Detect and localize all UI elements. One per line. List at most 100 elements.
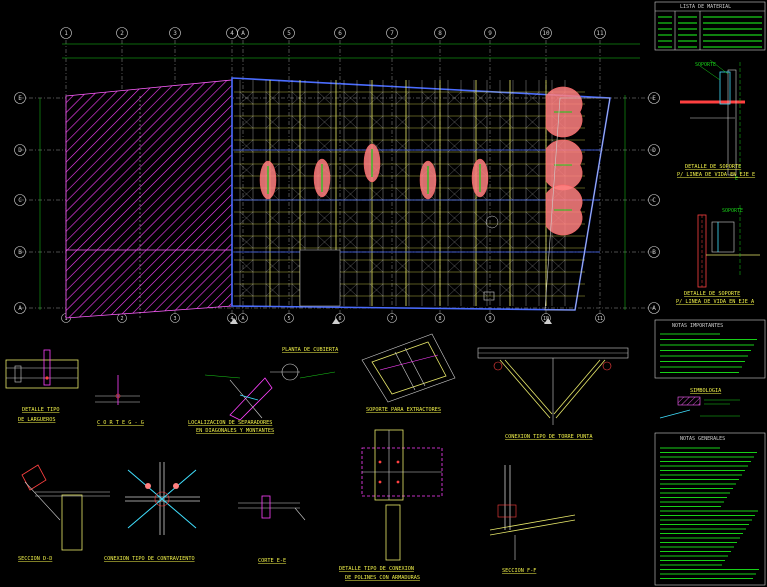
- separadores-title-1: LOCALIZACION DE SEPARADORES: [188, 420, 272, 426]
- grid-bubble-side: [648, 144, 660, 156]
- grid-bubble-bottom: [435, 313, 445, 323]
- grid-bubble-bottom: [284, 313, 294, 323]
- detail-largueros: DETALLE TIPO DE LARGUEROS: [5, 349, 79, 423]
- grid-label-bottom: 5: [287, 316, 290, 322]
- detail-soporte-extractores: SOPORTE PARA EXTRACTORES: [361, 333, 456, 413]
- general-notes-title: NOTAS GENERALES: [680, 436, 725, 442]
- support-detail-a: SOPORTE DETALLE DE SOPORTE P/ LINEA DE V…: [676, 205, 760, 305]
- grid-bubble-top: [283, 27, 295, 39]
- grid-label-bottom: A: [241, 316, 244, 322]
- polines-title-1: DETALLE TIPO DE CONEXION: [339, 566, 414, 572]
- grid-bubble-side: [648, 92, 660, 104]
- seccion-f: SECCION F-F: [489, 465, 576, 574]
- separadores-title-2: EN DIAGONALES Y MONTANTES: [196, 428, 274, 434]
- grid-bubble-bottom: [387, 313, 397, 323]
- grid-bubble-top: [237, 27, 249, 39]
- symbology-title: SIMBOLOGIA: [690, 388, 722, 394]
- grid-label-bottom: 10: [543, 316, 549, 322]
- important-notes-lines: [660, 333, 757, 374]
- grid-bubble-top: [386, 27, 398, 39]
- symbology-box: SIMBOLOGIA: [659, 388, 740, 419]
- seccion-d: SECCION D-D: [18, 464, 110, 562]
- grid-label-top: 2: [120, 30, 124, 37]
- important-notes-title: NOTAS IMPORTANTES: [672, 323, 723, 329]
- grid-label-bottom: 7: [390, 316, 393, 322]
- contraviento-title: CONEXION TIPO DE CONTRAVIENTO: [104, 556, 195, 562]
- grid-bubble-side: [648, 246, 660, 258]
- grid-label-side: E: [18, 95, 22, 102]
- important-notes-box: NOTAS IMPORTANTES: [654, 319, 766, 379]
- grid-label-bottom: 8: [438, 316, 441, 322]
- corte-e: CORTE E-E: [238, 495, 306, 564]
- detail-separadores: PLANTA DE CUBIERTA LOCALIZACION DE SEPAR…: [188, 347, 339, 434]
- corte-g: C O R T E G - G: [95, 375, 144, 426]
- largueros-title-2: DE LARGUEROS: [18, 417, 55, 423]
- grid-bubble-bottom: [485, 313, 495, 323]
- grid-label-side: D: [652, 147, 656, 154]
- soporte-extractores-title: SOPORTE PARA EXTRACTORES: [366, 407, 441, 413]
- grid-bubble-bottom: [335, 313, 345, 323]
- grid-label-bottom: 9: [488, 316, 491, 322]
- planta-title: PLANTA DE CUBIERTA: [282, 347, 339, 353]
- grid-bubble-side: [648, 194, 660, 206]
- support-a-title-1: DETALLE DE SOPORTE: [684, 291, 740, 297]
- detail-contraviento: CONEXION TIPO DE CONTRAVIENTO: [104, 462, 200, 562]
- grid-label-top: 8: [438, 30, 442, 37]
- grid-bubble-top: [594, 27, 606, 39]
- detail-polines: DETALLE TIPO DE CONEXION DE POLINES CON …: [339, 429, 443, 581]
- skewed-edge: [544, 97, 611, 311]
- grid-bubble-side: [14, 144, 26, 156]
- grid-label-side: A: [18, 305, 22, 312]
- grid-label-top: 6: [338, 30, 342, 37]
- grid-bubble-bottom: [238, 313, 248, 323]
- grid-label-side: E: [652, 95, 656, 102]
- grid-label-side: C: [652, 197, 656, 204]
- material-list-table: LISTA DE MATERIAL: [654, 1, 766, 51]
- corte-g-title: C O R T E G - G: [97, 420, 144, 426]
- grid-label-bottom: 11: [597, 316, 603, 322]
- svg-text:SOPORTE: SOPORTE: [722, 208, 743, 214]
- seccion-f-title: SECCION F-F: [502, 568, 536, 574]
- grid-label-top: 11: [596, 30, 604, 37]
- grid-label-bottom: 4: [230, 316, 233, 322]
- grid-bubble-top: [434, 27, 446, 39]
- support-e-title-1: DETALLE DE SOPORTE: [685, 164, 741, 170]
- grid-bubble-top: [484, 27, 496, 39]
- grid-label-top: 10: [542, 30, 550, 37]
- grid-label-side: D: [18, 147, 22, 154]
- detail-torre-punta: CONEXION TIPO DE TORRE PUNTA: [477, 347, 629, 440]
- grid-label-side: B: [18, 249, 22, 256]
- grid-label-top: 4: [230, 30, 234, 37]
- grid-bubble-side: [648, 302, 660, 314]
- grid-label-bottom: 6: [338, 316, 341, 322]
- grid-bubble-top: [169, 27, 181, 39]
- grid-bubble-side: [14, 246, 26, 258]
- extractor-openings: [259, 86, 583, 236]
- general-notes-lines: [660, 447, 759, 580]
- grid-bubble-top: [60, 27, 72, 39]
- grid-label-side: B: [652, 249, 656, 256]
- grid-label-top: 9: [488, 30, 492, 37]
- torre-punta-title: CONEXION TIPO DE TORRE PUNTA: [505, 434, 593, 440]
- grid-bubble-top: [540, 27, 552, 39]
- grid-label-top: 5: [287, 30, 291, 37]
- seccion-d-title: SECCION D-D: [18, 556, 52, 562]
- section-markers: [230, 291, 552, 324]
- grid-label-bottom: 3: [173, 316, 176, 322]
- grid-label-side: C: [18, 197, 22, 204]
- grid-bubble-top: [334, 27, 346, 39]
- grid-label-bottom: 1: [64, 316, 67, 322]
- grid-label-top: A: [241, 30, 245, 37]
- grid-label-top: 3: [173, 30, 177, 37]
- hatched-existing-area: [65, 79, 233, 319]
- grid-bubble-side: [14, 302, 26, 314]
- grid-bubble-top: [116, 27, 128, 39]
- material-rows: [658, 16, 762, 48]
- support-detail-e: SOPORTE E DETALLE DE SOPORTE P/ LINEA DE…: [677, 59, 755, 182]
- corte-e-title: CORTE E-E: [258, 558, 286, 564]
- grid-label-top: 1: [64, 30, 68, 37]
- support-e-title-2: P/ LINEA DE VIDA EN EJE E: [677, 172, 755, 178]
- material-list-title: LISTA DE MATERIAL: [680, 4, 731, 10]
